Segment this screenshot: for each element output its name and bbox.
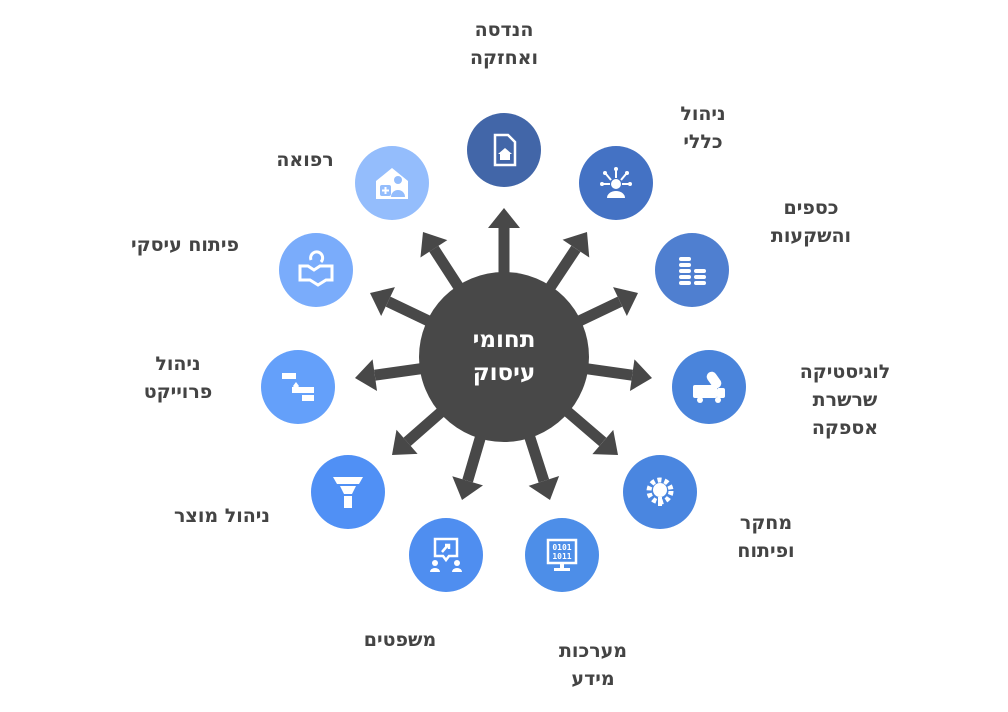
domain-node — [409, 518, 483, 592]
arrow-head — [420, 232, 448, 258]
center-title-line2: עיסוק — [472, 360, 536, 386]
domain-label: רפואה — [276, 146, 333, 174]
domain-label-line: ניהול — [155, 353, 201, 375]
document-home-icon — [493, 133, 517, 167]
domain-label-line: משפטים — [363, 629, 437, 651]
domain-label-line: אספקה — [811, 417, 879, 439]
domain-label: ניהול פרוייקט — [144, 350, 213, 406]
domain-label-line: רפואה — [276, 149, 334, 171]
center-title-line1: תחומי — [472, 327, 536, 353]
arrow-head — [370, 287, 395, 317]
domain-node — [579, 146, 653, 220]
arrow-head — [355, 359, 378, 392]
domain-label: פיתוח עיסקי — [131, 231, 239, 259]
domain-label: כספים והשקעות — [771, 194, 851, 250]
gear-bulb-icon — [646, 477, 674, 506]
domain-label: ניהול כללי — [680, 100, 725, 156]
domain-label-line: כללי — [683, 131, 723, 153]
arrow-head — [488, 208, 520, 228]
domain-label-line: ניהול מוצר — [173, 505, 271, 527]
domain-label-line: כספים — [783, 197, 839, 219]
domain-label: מחקר ופיתוח — [737, 509, 794, 565]
center-hub: תחומי עיסוק — [419, 272, 589, 442]
domain-label-line: פיתוח עיסקי — [130, 234, 240, 256]
domain-label: משפטים — [364, 626, 436, 654]
domain-node — [655, 233, 729, 307]
domain-label-line: ופיתוח — [737, 540, 795, 562]
domain-node — [467, 113, 541, 187]
domain-node — [279, 233, 353, 307]
domain-label: הנדסה ואחזקה — [470, 16, 538, 72]
arrow-head — [452, 476, 483, 500]
arrow-head — [592, 429, 618, 455]
domain-node — [311, 455, 385, 529]
gavel-meeting-icon — [430, 537, 462, 572]
handshake-icon — [298, 250, 334, 287]
domain-label-line: לוגיסטיקה — [799, 361, 891, 383]
domain-label-line: מחקר — [739, 512, 793, 534]
domain-label: לוגיסטיקה שרשרת אספקה — [800, 358, 891, 442]
arrow-head — [562, 232, 590, 258]
gantt-icon — [282, 373, 314, 401]
arrow-head — [528, 476, 560, 500]
domain-label-line: ואחזקה — [469, 47, 539, 69]
domain-label-line: פרוייקט — [143, 381, 213, 403]
svg-text:1011: 1011 — [552, 552, 571, 561]
clinic-icon — [376, 168, 408, 199]
arrow-head — [613, 287, 638, 317]
domain-label-line: מערכות — [558, 640, 628, 662]
arrow-head — [629, 359, 652, 392]
coin-stacks-icon — [679, 257, 706, 285]
arrow-head — [392, 429, 418, 455]
domain-label-line: הנדסה — [474, 19, 534, 41]
domain-label-line: והשקעות — [770, 225, 852, 247]
domain-label-line: שרשרת — [812, 389, 878, 411]
domain-node — [355, 146, 429, 220]
truck-capsule-icon — [693, 371, 725, 403]
svg-text:0101: 0101 — [552, 543, 571, 552]
domain-label: מערכות מידע — [559, 637, 627, 693]
domain-label-line: ניהול — [680, 103, 726, 125]
domain-node — [261, 350, 335, 424]
domain-node — [623, 455, 697, 529]
domain-node — [672, 350, 746, 424]
domain-label-line: מידע — [571, 668, 615, 690]
leader-network-icon — [600, 167, 632, 198]
funnel-icon — [333, 477, 363, 508]
domain-label: ניהול מוצר — [174, 502, 270, 530]
